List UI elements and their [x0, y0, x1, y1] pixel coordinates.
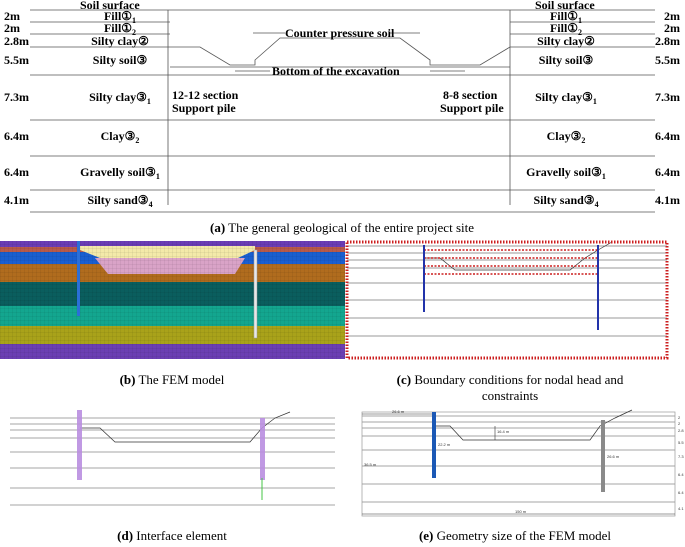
dim-excavation: 16.4 m [497, 429, 510, 434]
thickness-right-6: 6.4m [655, 165, 680, 179]
layer-name-right-1: Fill①2 [550, 21, 582, 37]
thickness-left-7: 4.1m [4, 193, 29, 207]
dim-right-pile: 26.6 m [607, 454, 620, 459]
thickness-left-4: 7.3m [4, 90, 29, 104]
layer-name-right-5: Clay③2 [547, 129, 586, 145]
thickness-right-4: 7.3m [655, 90, 680, 104]
layer-name-right-0: Fill①1 [550, 9, 582, 25]
layer-name-left-2: Silty clay② [91, 34, 149, 48]
panel-b-fem-model: (b) The FEM model [0, 241, 345, 387]
right-section-label: 8-8 section [443, 88, 498, 102]
depth-tick-0: 2 [678, 415, 681, 420]
caption-e: (e) Geometry size of the FEM model [419, 528, 611, 543]
boundary-frame [345, 240, 669, 360]
thickness-left-6: 6.4m [4, 165, 29, 179]
thickness-left-1: 2m [4, 21, 20, 35]
layer-name-right-4: Silty clay③1 [535, 90, 597, 106]
pile-left-e [432, 412, 436, 478]
layer-name-left-3: Silty soil③ [93, 53, 148, 67]
layer-name-right-7: Silty sand③4 [533, 193, 598, 209]
left-section-label: 12-12 section [172, 88, 239, 102]
panel-c-boundary: (c) Boundary conditions for nodal head a… [345, 240, 669, 403]
caption-c-line2: constraints [482, 388, 538, 403]
caption-b: (b) The FEM model [120, 372, 225, 387]
layer-name-left-0: Fill①1 [104, 9, 136, 25]
thickness-right-0: 2m [664, 9, 680, 23]
thickness-right-1: 2m [664, 21, 680, 35]
pile-right-e [601, 420, 605, 492]
thickness-left-5: 6.4m [4, 129, 29, 143]
interface-left [77, 410, 82, 480]
depth-tick-2: 2.8 [678, 428, 684, 433]
right-pile-label: Support pile [440, 101, 504, 115]
depth-tick-4: 7.3 [678, 454, 684, 459]
dim-width: 150 m [515, 509, 527, 514]
caption-a: (a) The general geological of the entire… [210, 220, 474, 235]
layer-name-left-1: Fill①2 [104, 21, 136, 37]
thickness-right-5: 6.4m [655, 129, 680, 143]
excavation-bottom-label: Bottom of the excavation [272, 64, 400, 78]
thickness-right-3: 5.5m [655, 53, 680, 67]
thickness-left-0: 2m [4, 9, 20, 23]
depth-tick-7: 4.1 [678, 506, 684, 511]
dim-left-pile: 22.2 m [438, 442, 451, 447]
thickness-left-2: 2.8m [4, 34, 29, 48]
interface-right [260, 418, 265, 480]
left-pile-label: Support pile [172, 101, 236, 115]
layer-name-left-7: Silty sand③4 [87, 193, 152, 209]
pile-right [253, 249, 258, 339]
thickness-right-7: 4.1m [655, 193, 680, 207]
caption-d: (d) Interface element [117, 528, 227, 543]
layer-name-right-6: Gravelly soil③1 [526, 165, 606, 181]
thickness-right-2: 2.8m [655, 34, 680, 48]
depth-tick-6: 6.4 [678, 490, 684, 495]
panel-d-interface: (d) Interface element [10, 410, 335, 543]
layer-name-left-6: Gravelly soil③1 [80, 165, 160, 181]
right-depth-ticks: 22 2.8 5.5 7.3 6.4 6.4 4.1 [678, 415, 684, 511]
layer-name-left-4: Silty clay③1 [89, 90, 151, 106]
depth-tick-1: 2 [678, 421, 681, 426]
depth-tick-3: 5.5 [678, 440, 684, 445]
counter-pressure-label: Counter pressure soil [285, 26, 395, 40]
layer-name-left-5: Clay③2 [101, 129, 140, 145]
layer-name-right-3: Silty soil③ [539, 53, 594, 67]
caption-c: (c) Boundary conditions for nodal head a… [397, 372, 624, 387]
depth-tick-5: 6.4 [678, 472, 684, 477]
pile-left [77, 241, 80, 316]
layer-name-right-2: Silty clay② [537, 34, 595, 48]
soil-surface-label-right: Soil surface [535, 0, 595, 12]
dim-top: 26.6 m [392, 409, 405, 414]
panel-e-geometry: 26.6 m 22.2 m 16.4 m 26.6 m 36.5 m 150 m… [361, 409, 684, 543]
dim-left-depth: 36.5 m [364, 462, 377, 467]
thickness-left-3: 5.5m [4, 53, 29, 67]
soil-surface-label-left: Soil surface [80, 0, 140, 12]
fem-mesh [0, 241, 345, 359]
